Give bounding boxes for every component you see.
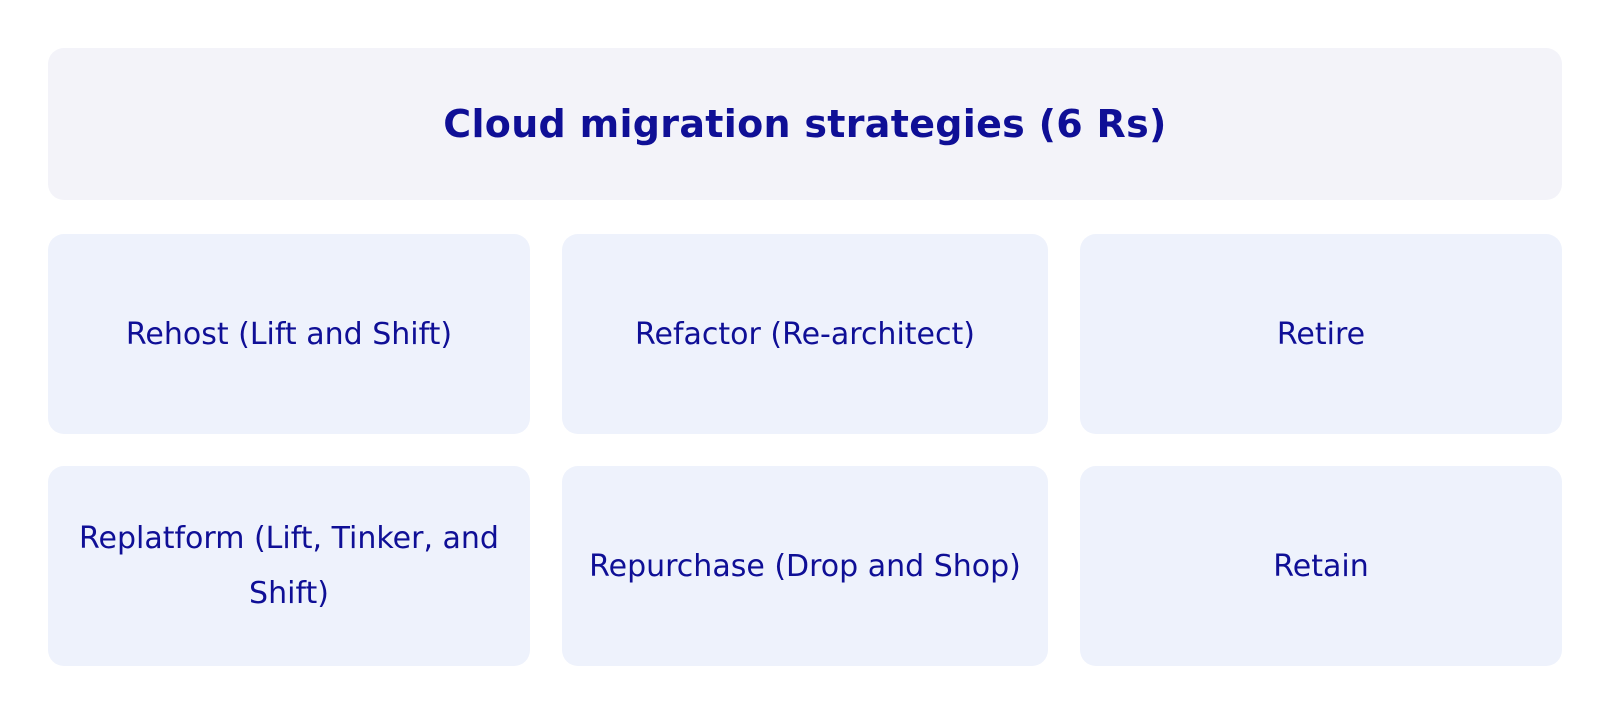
title-box: Cloud migration strategies (6 Rs) — [48, 48, 1562, 200]
strategy-box-refactor: Refactor (Re-architect) — [562, 234, 1048, 434]
strategy-box-retire: Retire — [1080, 234, 1562, 434]
diagram-title: Cloud migration strategies (6 Rs) — [443, 102, 1167, 146]
strategy-label: Retire — [1276, 316, 1366, 352]
strategy-label: Replatform (Lift, Tinker, and Shift) — [79, 521, 499, 611]
strategy-label: Retain — [1273, 548, 1369, 584]
strategy-box-retain: Retain — [1080, 466, 1562, 666]
strategy-label: Rehost (Lift and Shift) — [125, 316, 453, 352]
strategy-box-rehost: Rehost (Lift and Shift) — [48, 234, 530, 434]
strategy-box-repurchase: Repurchase (Drop and Shop) — [562, 466, 1048, 666]
strategy-label: Refactor (Re-architect) — [635, 316, 975, 352]
strategy-box-replatform: Replatform (Lift, Tinker, and Shift) — [48, 466, 530, 666]
strategy-label: Repurchase (Drop and Shop) — [589, 548, 1021, 584]
